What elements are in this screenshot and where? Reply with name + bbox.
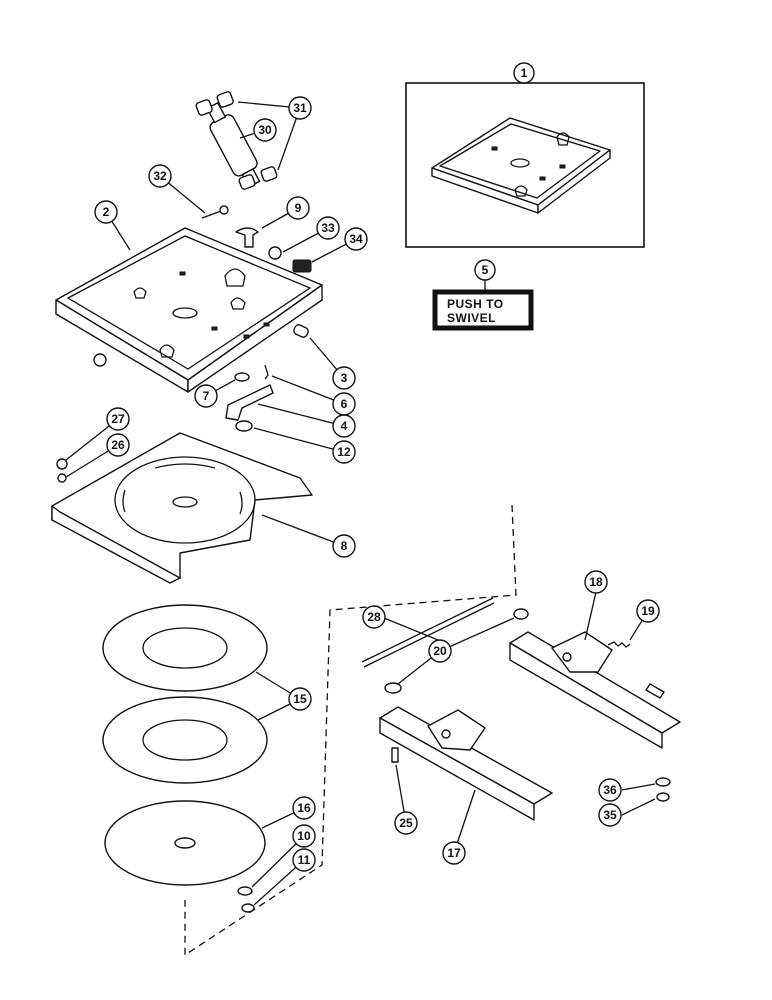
callout-2: 2 <box>94 200 118 224</box>
linkage-rod-drawing <box>361 597 529 694</box>
callout-15: 15 <box>288 687 312 711</box>
seat-slide-left <box>379 706 553 821</box>
swivel-plate-drawing <box>51 432 313 584</box>
svg-text:3: 3 <box>341 371 348 385</box>
svg-text:11: 11 <box>298 853 311 867</box>
callout-25: 25 <box>394 811 418 835</box>
callout-17: 17 <box>442 841 466 865</box>
washer-plates-drawing <box>102 604 268 784</box>
svg-text:35: 35 <box>603 808 617 822</box>
callout-35: 35 <box>598 803 622 827</box>
callout-26: 26 <box>106 433 130 457</box>
callout-5: 5 <box>474 259 496 281</box>
callout-18: 18 <box>584 570 608 594</box>
svg-text:4: 4 <box>341 419 348 433</box>
svg-text:12: 12 <box>337 445 351 459</box>
svg-text:2: 2 <box>103 205 110 219</box>
svg-text:15: 15 <box>293 692 307 706</box>
callout-28: 28 <box>362 605 386 629</box>
shock-absorber-drawing <box>195 91 278 190</box>
svg-text:27: 27 <box>111 412 125 426</box>
callout-27: 27 <box>106 407 130 431</box>
callout-20: 20 <box>428 639 452 663</box>
callout-32: 32 <box>148 164 172 188</box>
svg-text:32: 32 <box>153 169 167 183</box>
callout-12: 12 <box>332 440 356 464</box>
svg-text:9: 9 <box>295 201 302 215</box>
callouts: 1 2 3 4 5 6 7 8 9 10 11 12 15 16 17 18 1… <box>94 62 660 872</box>
callout-33: 33 <box>316 216 340 240</box>
svg-text:25: 25 <box>399 816 413 830</box>
callout-10: 10 <box>292 824 316 848</box>
callout-9: 9 <box>286 196 310 220</box>
latch-hardware <box>225 324 309 432</box>
svg-text:1: 1 <box>521 66 528 80</box>
small-hardware-top <box>201 205 312 273</box>
callout-3: 3 <box>332 366 356 390</box>
svg-text:31: 31 <box>293 101 307 115</box>
svg-text:20: 20 <box>433 644 447 658</box>
callout-19: 19 <box>636 599 660 623</box>
callout-4: 4 <box>332 414 356 438</box>
leader-lines <box>65 101 656 906</box>
nuts-35-36 <box>655 777 671 802</box>
svg-text:18: 18 <box>589 575 603 589</box>
seat-pan-drawing <box>55 227 323 393</box>
svg-text:10: 10 <box>297 829 311 843</box>
svg-text:5: 5 <box>482 263 489 277</box>
svg-text:26: 26 <box>111 438 125 452</box>
callout-30: 30 <box>253 118 277 142</box>
svg-text:6: 6 <box>341 397 348 411</box>
svg-text:30: 30 <box>258 123 272 137</box>
svg-text:19: 19 <box>641 604 655 618</box>
svg-text:34: 34 <box>349 232 363 246</box>
callout-7: 7 <box>194 384 218 408</box>
seat-slide-right <box>509 631 681 749</box>
decal-line1: PUSH TO <box>447 297 504 311</box>
svg-text:16: 16 <box>297 801 311 815</box>
svg-text:8: 8 <box>341 539 348 553</box>
callout-36: 36 <box>598 778 622 802</box>
callout-6: 6 <box>332 392 356 416</box>
push-to-swivel-decal: PUSH TO SWIVEL <box>432 289 534 331</box>
base-disc-drawing <box>104 800 266 913</box>
svg-text:7: 7 <box>203 389 210 403</box>
svg-text:36: 36 <box>603 783 617 797</box>
callout-34: 34 <box>344 227 368 251</box>
decal-line2: SWIVEL <box>447 311 496 325</box>
svg-text:33: 33 <box>321 221 335 235</box>
callout-1: 1 <box>513 62 535 84</box>
svg-text:17: 17 <box>447 846 461 860</box>
callout-11: 11 <box>292 848 316 872</box>
dashed-grouping-line <box>184 504 517 957</box>
svg-text:28: 28 <box>367 610 381 624</box>
callout-16: 16 <box>292 796 316 820</box>
callout-8: 8 <box>332 534 356 558</box>
seat-pan-assembly-drawing <box>431 117 611 214</box>
callout-31: 31 <box>288 96 312 120</box>
